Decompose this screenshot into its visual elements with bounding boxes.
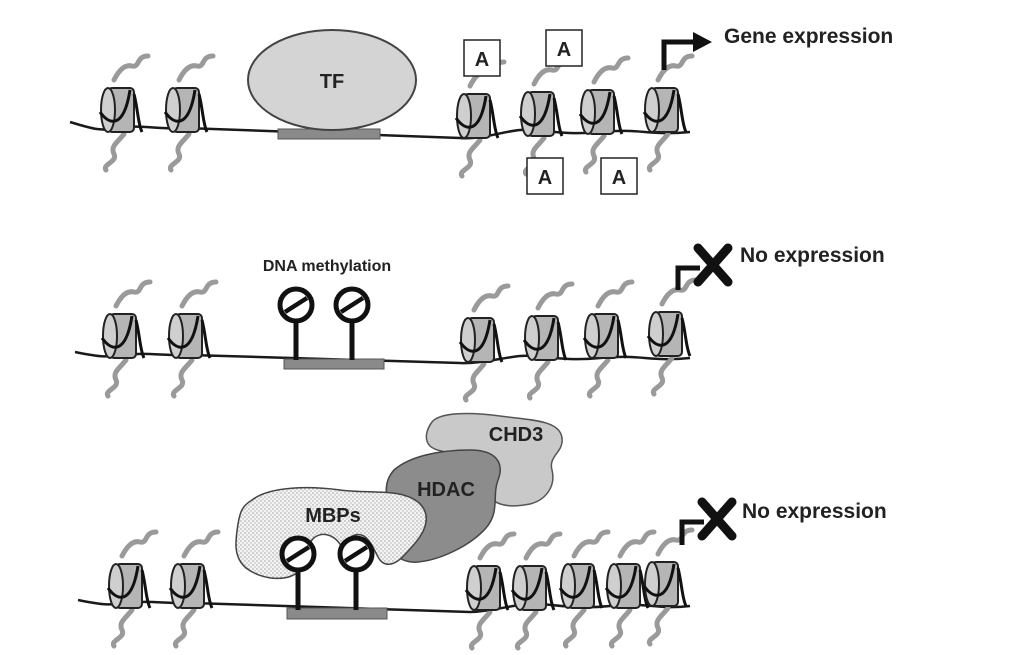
acetyl-mark: A — [600, 157, 638, 195]
svg-text:A: A — [538, 167, 552, 189]
methyl-lollipop-icon — [277, 286, 315, 360]
nucleosome-icon — [454, 59, 507, 179]
tf-protein — [247, 29, 417, 131]
nucleosome-icon — [166, 279, 219, 399]
nucleosome-icon — [578, 55, 631, 175]
nucleosome-icon — [100, 279, 153, 399]
promoter-region — [286, 607, 388, 620]
panel-repressed: CHD3 HDAC MBPs No expression — [77, 412, 887, 651]
svg-text:A: A — [557, 39, 571, 61]
methyl-lollipop-icon — [333, 286, 371, 360]
nucleosome-icon — [458, 283, 511, 403]
nucleosome-icon — [558, 529, 611, 649]
nucleosome-icon — [518, 57, 571, 177]
hdac-label: HDAC — [417, 479, 475, 501]
methylation-label: DNA methylation — [263, 258, 391, 275]
nucleosome-icon — [163, 53, 216, 173]
chd3-label: CHD3 — [489, 424, 543, 446]
nucleosome-icon — [582, 279, 635, 399]
nucleosome-icon — [98, 53, 151, 173]
outcome-label: No expression — [742, 500, 887, 523]
acetyl-mark: A — [526, 157, 564, 195]
nucleosome-group — [100, 277, 699, 403]
svg-text:A: A — [612, 167, 626, 189]
svg-text:A: A — [475, 49, 489, 71]
outcome-label: Gene expression — [724, 25, 893, 48]
nucleosome-group — [98, 53, 695, 179]
nucleosome-icon — [510, 531, 563, 651]
acetyl-mark: A — [463, 39, 501, 77]
panel-active: TF A A A A Gene expression — [69, 25, 893, 195]
outcome-label: No expression — [740, 244, 885, 267]
nucleosome-icon — [642, 527, 695, 647]
x-icon — [675, 243, 733, 290]
mbps-label: MBPs — [305, 505, 361, 527]
panel-methylated: DNA methylation No expression — [74, 243, 885, 403]
nucleosome-icon — [604, 529, 657, 649]
nucleosome-icon — [168, 529, 221, 649]
tf-label: TF — [320, 71, 344, 93]
methyl-lollipop-icon — [279, 535, 317, 610]
nucleosome-icon — [106, 529, 159, 649]
promoter-region — [283, 358, 385, 370]
acetyl-mark: A — [545, 29, 583, 67]
x-icon — [679, 497, 737, 545]
nucleosome-group — [106, 527, 695, 651]
nucleosome-icon — [522, 281, 575, 401]
nucleosome-icon — [464, 531, 517, 651]
mbps-protein — [235, 487, 427, 580]
nucleosome-icon — [642, 53, 695, 173]
arrow-icon — [661, 32, 712, 70]
methyl-lollipop-icon — [337, 535, 375, 610]
nucleosome-icon — [646, 277, 699, 397]
